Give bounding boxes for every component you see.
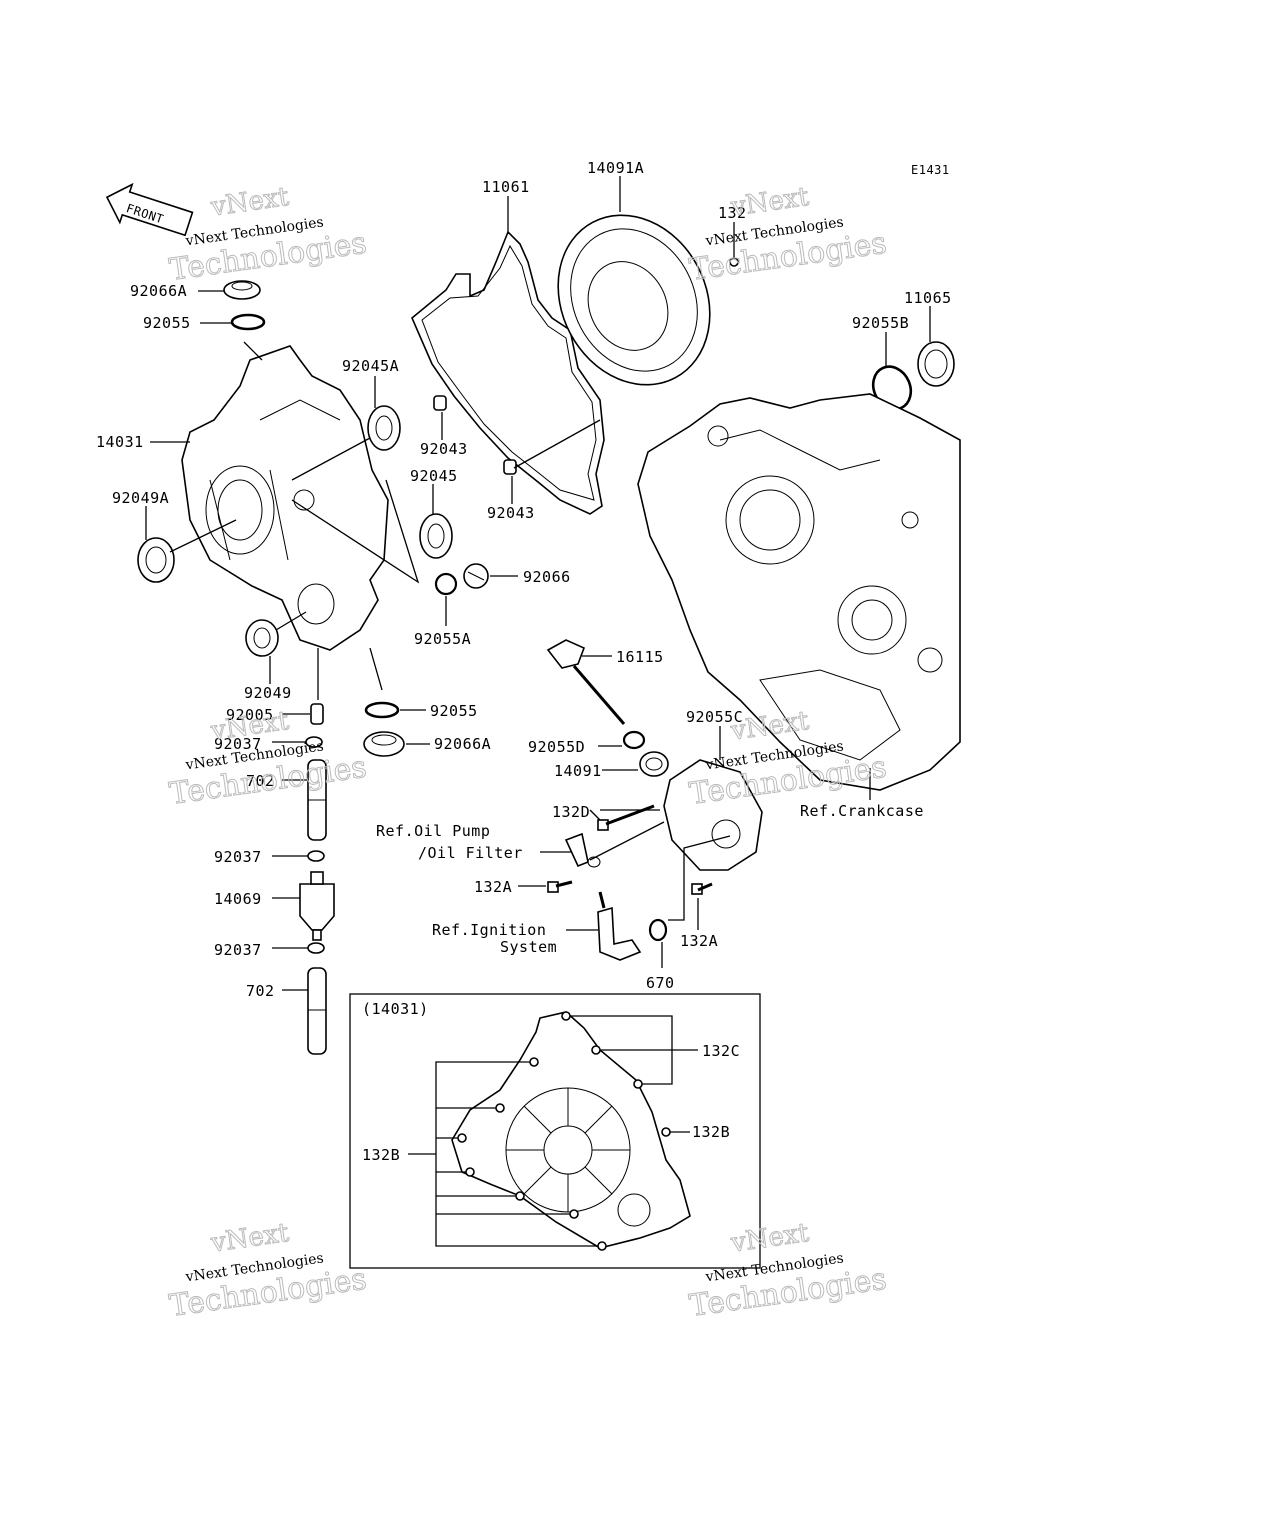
filter-14069 (299, 871, 335, 941)
dipstick-16115 (546, 639, 626, 725)
crankcase (637, 393, 961, 791)
cap-92066A-mid (363, 731, 405, 757)
svg-text:vNext: vNext (728, 182, 811, 223)
svg-text:vNext: vNext (208, 706, 291, 747)
watermark-3: vNext vNext Technologies Technologies (167, 705, 369, 812)
inset-title: (14031) (362, 1000, 429, 1018)
label-ref-oil-pump-1: Ref.Oil Pump (376, 822, 490, 840)
dowel-92005 (310, 703, 324, 725)
ignition-sensor (597, 891, 642, 961)
label-92049: 92049 (244, 684, 292, 702)
watermark-2: vNext vNext Technologies Technologies (687, 181, 889, 288)
label-132A-a: 132A (474, 878, 512, 896)
cover-14031 (181, 345, 389, 651)
hose-702-b (307, 967, 327, 1055)
seal-14091 (639, 751, 669, 777)
o-ring-92055-mid (364, 701, 400, 719)
dowel-92043-b (503, 459, 517, 475)
inset-cover-14031 (451, 1011, 691, 1249)
label-92066A-mid: 92066A (434, 735, 491, 753)
label-132C: 132C (702, 1042, 740, 1060)
label-132D: 132D (552, 803, 590, 821)
watermark-6: vNext vNext Technologies Technologies (687, 1217, 889, 1324)
bolt-132A-b (691, 882, 713, 895)
o-ring-92055A (434, 572, 458, 596)
label-92045: 92045 (410, 467, 458, 485)
label-92037-b: 92037 (214, 848, 262, 866)
label-ref-crankcase: Ref.Crankcase (800, 802, 924, 820)
o-ring-92055D (622, 730, 646, 750)
label-92005: 92005 (226, 706, 274, 724)
bearing-92045 (419, 513, 453, 559)
clamp-92037-b (307, 850, 325, 862)
label-92055-top: 92055 (143, 314, 191, 332)
seal-92049A (137, 537, 175, 583)
seal-11065 (917, 341, 955, 387)
label-ref-ignition-1: Ref.Ignition (432, 921, 546, 939)
label-ref-oil-pump-2: /Oil Filter (418, 844, 523, 862)
label-14091: 14091 (554, 762, 602, 780)
cover-14091A (557, 214, 711, 386)
cover-14091-small (663, 759, 763, 871)
label-92055C: 92055C (686, 708, 743, 726)
label-92055A: 92055A (414, 630, 471, 648)
front-arrow-icon: FRONT (105, 182, 194, 237)
bolt-132D (597, 804, 655, 831)
label-16115: 16115 (616, 648, 664, 666)
clamp-92037-c (307, 942, 325, 954)
cap-92066 (463, 563, 489, 589)
label-92037-a: 92037 (214, 735, 262, 753)
watermark-1: vNext vNext Technologies Technologies (167, 181, 369, 288)
label-14091A: 14091A (587, 159, 644, 177)
oil-pump-fitting (564, 832, 601, 868)
svg-text:vNext: vNext (208, 1218, 291, 1259)
label-92055D: 92055D (528, 738, 585, 756)
label-132-top: 132 (718, 204, 747, 222)
label-702-b: 702 (246, 982, 275, 1000)
o-ring-92055B (871, 365, 913, 411)
diagram-code: E1431 (911, 163, 950, 177)
svg-text:vNext: vNext (208, 182, 291, 223)
label-14031: 14031 (96, 433, 144, 451)
inset-box: (14031) 132C 132B 132B (349, 993, 761, 1269)
label-132B-left: 132B (362, 1146, 400, 1164)
label-92066: 92066 (523, 568, 571, 586)
label-702-a: 702 (246, 772, 275, 790)
seal-92049 (245, 619, 279, 657)
label-92049A: 92049A (112, 489, 169, 507)
label-ref-ignition-2: System (500, 938, 557, 956)
o-ring-92055-top (230, 313, 266, 331)
label-92043-b: 92043 (487, 504, 535, 522)
o-ring-670 (648, 918, 668, 942)
bolt-132A-a (547, 880, 573, 893)
label-92055B: 92055B (852, 314, 909, 332)
label-11061: 11061 (482, 178, 530, 196)
dowel-92043-a (433, 395, 447, 411)
label-92066A-top: 92066A (130, 282, 187, 300)
bearing-92045A (367, 405, 401, 451)
label-11065: 11065 (904, 289, 952, 307)
label-92055-mid: 92055 (430, 702, 478, 720)
label-92045A: 92045A (342, 357, 399, 375)
hose-702-a (307, 759, 327, 841)
svg-text:vNext: vNext (728, 1218, 811, 1259)
cap-92066A-top (223, 280, 261, 300)
label-92037-c: 92037 (214, 941, 262, 959)
label-132B-right: 132B (692, 1123, 730, 1141)
watermark-5: vNext vNext Technologies Technologies (167, 1217, 369, 1324)
label-670: 670 (646, 974, 675, 992)
label-14069: 14069 (214, 890, 262, 908)
label-92043-a: 92043 (420, 440, 468, 458)
label-132A-b: 132A (680, 932, 718, 950)
